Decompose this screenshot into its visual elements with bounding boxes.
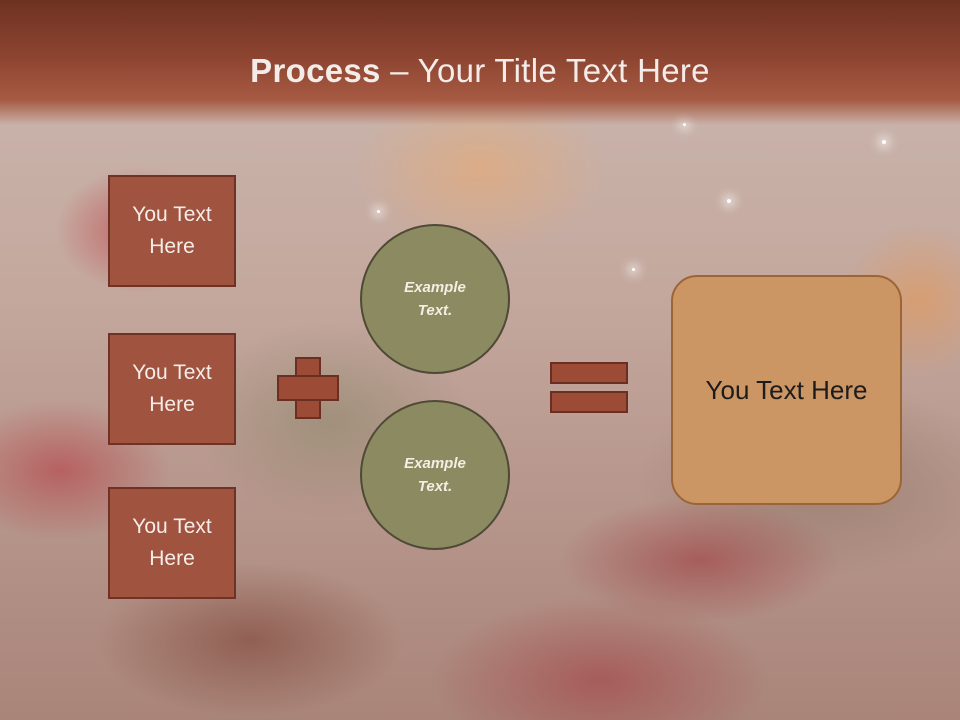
sparkle [377,210,380,213]
result-text: You Text Here [705,374,868,405]
example-circle-1[interactable]: Example Text. [360,224,510,374]
input-box-3[interactable]: You Text Here [108,487,236,599]
result-box[interactable]: You Text Here [671,275,902,505]
circle-text: Text. [417,302,453,319]
input-box-2[interactable]: You Text Here [108,333,236,445]
circle-text: Text. [417,478,453,495]
equals-icon-bottom [550,391,628,413]
page-title: Process – Your Title Text Here [0,52,960,90]
circle-text: Example [404,279,466,296]
equals-icon-top [550,362,628,384]
input-box-text: You Text [132,203,212,226]
example-circle-2[interactable]: Example Text. [360,400,510,550]
input-box-text: Here [149,393,195,416]
input-box-1[interactable]: You Text Here [108,175,236,287]
plus-icon-center [297,377,319,399]
sparkle [882,140,886,144]
input-box-text: Here [149,547,195,570]
title-bar [0,0,960,125]
title-rest: – Your Title Text Here [380,52,710,89]
input-box-text: Here [149,235,195,258]
input-box-text: You Text [132,515,212,538]
sparkle [632,268,635,271]
input-box-text: You Text [132,361,212,384]
circle-text: Example [404,455,466,472]
title-bold: Process [250,52,381,89]
sparkle [727,199,731,203]
